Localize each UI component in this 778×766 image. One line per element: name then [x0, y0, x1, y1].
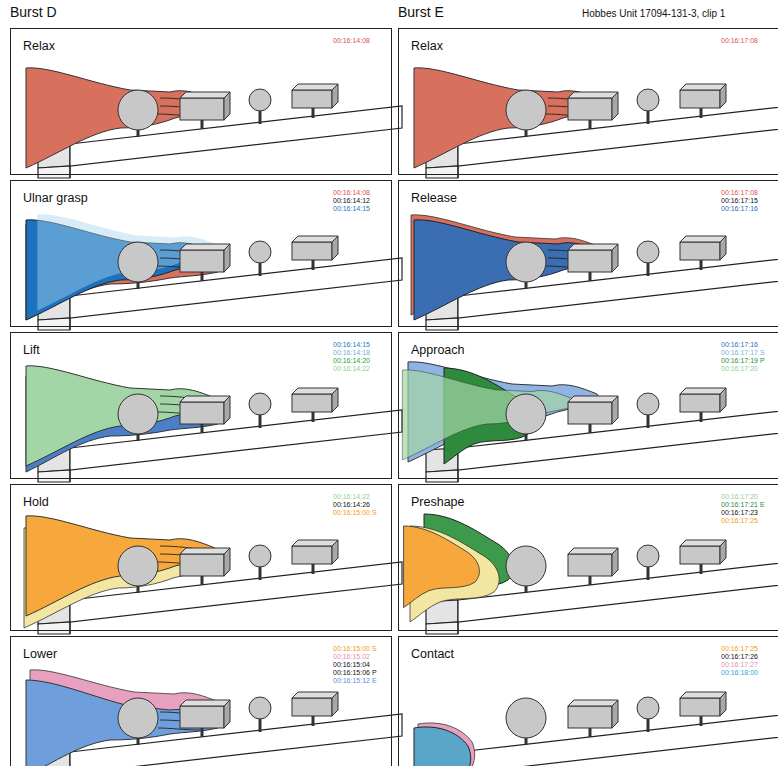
timestamp: 00:16:14:22 — [333, 365, 370, 373]
timestamp: 00:16:17:08 — [721, 37, 758, 45]
unit-label: Hobbes Unit 17094-131-3, clip 1 — [582, 8, 725, 19]
timestamp: 00:16:14:12 — [333, 197, 370, 205]
scene-approach — [402, 362, 778, 482]
timestamp: 00:16:17:25 — [721, 517, 758, 525]
column-heading: Burst E — [398, 4, 444, 20]
phase-panel: Relax 00:16:14:08 — [10, 28, 392, 175]
timestamp: 00:16:17:23 — [721, 509, 758, 517]
timestamp: 00:16:14:15 — [333, 205, 370, 213]
objects — [506, 540, 726, 593]
timestamp: 00:16:14:20 — [333, 357, 370, 365]
phase-title: Lift — [23, 343, 40, 357]
scene-relax-e — [414, 68, 778, 178]
timestamp: 00:16:17:26 — [721, 653, 758, 661]
column-heading: Burst D — [10, 4, 57, 20]
timestamp: 00:16:15:04 — [333, 661, 370, 669]
scene-lift — [26, 366, 402, 482]
scene-contact — [414, 692, 778, 766]
objects — [118, 84, 338, 137]
phase-title: Ulnar grasp — [23, 191, 88, 205]
phase-panel: Relax 00:16:17:08 — [398, 28, 778, 175]
phase-panel: Lift 00:16:14:1500:16:14:1800:16:14:2000:… — [10, 332, 392, 479]
scene-preshape — [404, 514, 778, 634]
phase-panel: Preshape00:16:17:2000:16:17:21 E00:16:17… — [398, 484, 778, 631]
objects — [506, 236, 726, 289]
timestamp: 00:16:14:18 — [333, 349, 370, 357]
phase-panel: Release 00:16:17:0800:16:17:1500:16:17:16 — [398, 180, 778, 327]
timestamp: 00:16:14:08 — [333, 189, 370, 197]
timestamp: 00:16:14:26 — [333, 501, 370, 509]
phase-panel: Hold 00:16:14:2200:16:14:2600:16:15:00 S — [10, 484, 392, 631]
phase-panel: Ulnar grasp 00:16:14:0800:16:14:1200:16:1… — [10, 180, 392, 327]
timestamp: 00:16:17:25 — [721, 645, 758, 653]
timestamp: 00:16:17:20 — [721, 493, 758, 501]
timestamp: 00:16:17:21 E — [721, 501, 765, 509]
timestamp: 00:16:14:15 — [333, 341, 370, 349]
arm — [414, 727, 471, 766]
scene-hold — [24, 516, 402, 634]
objects — [118, 236, 338, 289]
timestamp: 00:16:15:00 S — [333, 509, 377, 517]
timestamp: 00:16:17:15 — [721, 197, 758, 205]
timestamp: 00:16:18:00 — [721, 669, 758, 677]
timestamp: 00:16:17:27 — [721, 661, 758, 669]
arm-ghost — [402, 370, 577, 460]
scene-relax-d — [26, 68, 402, 178]
timestamp: 00:16:17:16 — [721, 205, 758, 213]
timestamp: 00:16:15:12 E — [333, 677, 377, 685]
phase-panel: Lower 00:16:15:00 S00:16:15:0200:16:15:04… — [10, 636, 392, 766]
objects — [118, 692, 338, 745]
phase-title: Hold — [23, 495, 49, 509]
timestamp: 00:16:15:02 — [333, 653, 370, 661]
objects — [506, 388, 726, 441]
phase-panel: Contact 00:16:17:2500:16:17:2600:16:17:27… — [398, 636, 778, 766]
objects — [118, 540, 338, 593]
phase-title: Contact — [411, 647, 454, 661]
timestamp: 00:16:14:08 — [333, 37, 370, 45]
timestamp: 00:16:17:19 P — [721, 357, 765, 365]
phase-title: Preshape — [411, 495, 465, 509]
timestamp: 00:16:15:00 S — [333, 645, 377, 653]
phase-title: Release — [411, 191, 457, 205]
scene-ulnar-grasp — [26, 214, 402, 330]
timestamp: 00:16:14:22 — [333, 493, 370, 501]
scene-lower — [26, 670, 402, 766]
objects — [506, 692, 726, 745]
phase-title: Relax — [23, 39, 55, 53]
phase-panel: Approach00:16:17:1600:16:17:17 S00:16:17… — [398, 332, 778, 479]
phase-title: Lower — [23, 647, 57, 661]
timestamp: 00:16:17:20 — [721, 365, 758, 373]
timestamp: 00:16:17:17 S — [721, 349, 765, 357]
scene-release — [411, 215, 778, 330]
objects — [506, 84, 726, 137]
timestamp: 00:16:17:16 — [721, 341, 758, 349]
phase-title: Approach — [411, 343, 465, 357]
arm — [404, 526, 480, 608]
timestamp: 00:16:15:06 P — [333, 669, 377, 677]
objects — [118, 388, 338, 441]
timestamp: 00:16:17:08 — [721, 189, 758, 197]
phase-title: Relax — [411, 39, 443, 53]
